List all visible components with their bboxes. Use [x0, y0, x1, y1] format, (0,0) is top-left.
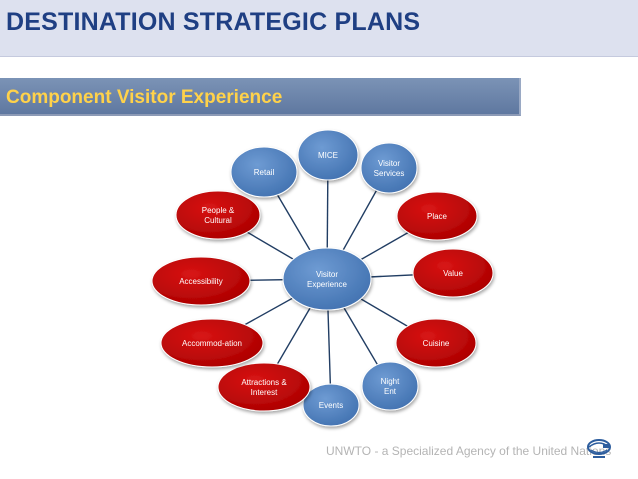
node-visitor-services-shape: [360, 142, 418, 194]
node-attractions: Attractions &Interest: [217, 362, 311, 412]
node-accommodation-shape: [160, 318, 264, 368]
node-visitor-services-label-line: Visitor: [378, 159, 400, 168]
node-value-shape: [412, 248, 494, 298]
page-subtitle: Component Visitor Experience: [6, 87, 283, 108]
node-people-cultural-label-line: Cultural: [204, 216, 232, 225]
node-place-shape: [396, 191, 478, 241]
node-people-cultural: People &Cultural: [175, 190, 261, 240]
node-center-label-line: Visitor: [316, 270, 338, 279]
node-mice-label-line: MICE: [318, 151, 338, 160]
footer-text: UNWTO - a Specialized Agency of the Unit…: [326, 444, 612, 458]
node-retail-shape: [230, 146, 298, 198]
node-mice: MICE: [297, 129, 359, 181]
node-cuisine-shape: [395, 318, 477, 368]
node-retail-label-line: Retail: [254, 168, 275, 177]
node-accessibility-shape: [151, 256, 251, 306]
node-night-ent-shape: [361, 361, 419, 411]
node-place: Place: [396, 191, 478, 241]
page-title: DESTINATION STRATEGIC PLANS: [6, 8, 421, 36]
node-attractions-label-line: Interest: [251, 388, 278, 397]
node-visitor-services-label-line: Services: [374, 169, 405, 178]
node-value: Value: [412, 248, 494, 298]
node-events: Events: [302, 383, 360, 427]
node-place-label-line: Place: [427, 212, 448, 221]
node-retail: Retail: [230, 146, 298, 198]
node-attractions-label-line: Attractions &: [241, 378, 287, 387]
node-night-ent-label-line: Ent: [384, 387, 397, 396]
unwto-logo-icon: [587, 439, 611, 458]
node-night-ent-label-line: Night: [381, 377, 400, 386]
node-cuisine-label-line: Cuisine: [423, 339, 450, 348]
node-center-shape: [282, 247, 372, 311]
node-accommodation: Accommod-ation: [160, 318, 264, 368]
node-center-label-line: Experience: [307, 280, 348, 289]
node-cuisine: Cuisine: [395, 318, 477, 368]
node-mice-shape: [297, 129, 359, 181]
node-events-label-line: Events: [319, 401, 343, 410]
node-accessibility-label-line: Accessibility: [179, 277, 223, 286]
title-bar: DESTINATION STRATEGIC PLANS: [0, 0, 638, 57]
node-people-cultural-label-line: People &: [202, 206, 235, 215]
node-attractions-shape: [217, 362, 311, 412]
node-accommodation-label-line: Accommod-ation: [182, 339, 242, 348]
node-accessibility: Accessibility: [151, 256, 251, 306]
nodes: MICEVisitorServicesPlaceValueCuisineNigh…: [151, 129, 494, 427]
node-people-cultural-shape: [175, 190, 261, 240]
subtitle-bar: Component Visitor Experience: [0, 78, 521, 116]
node-value-label-line: Value: [443, 269, 463, 278]
node-events-shape: [302, 383, 360, 427]
